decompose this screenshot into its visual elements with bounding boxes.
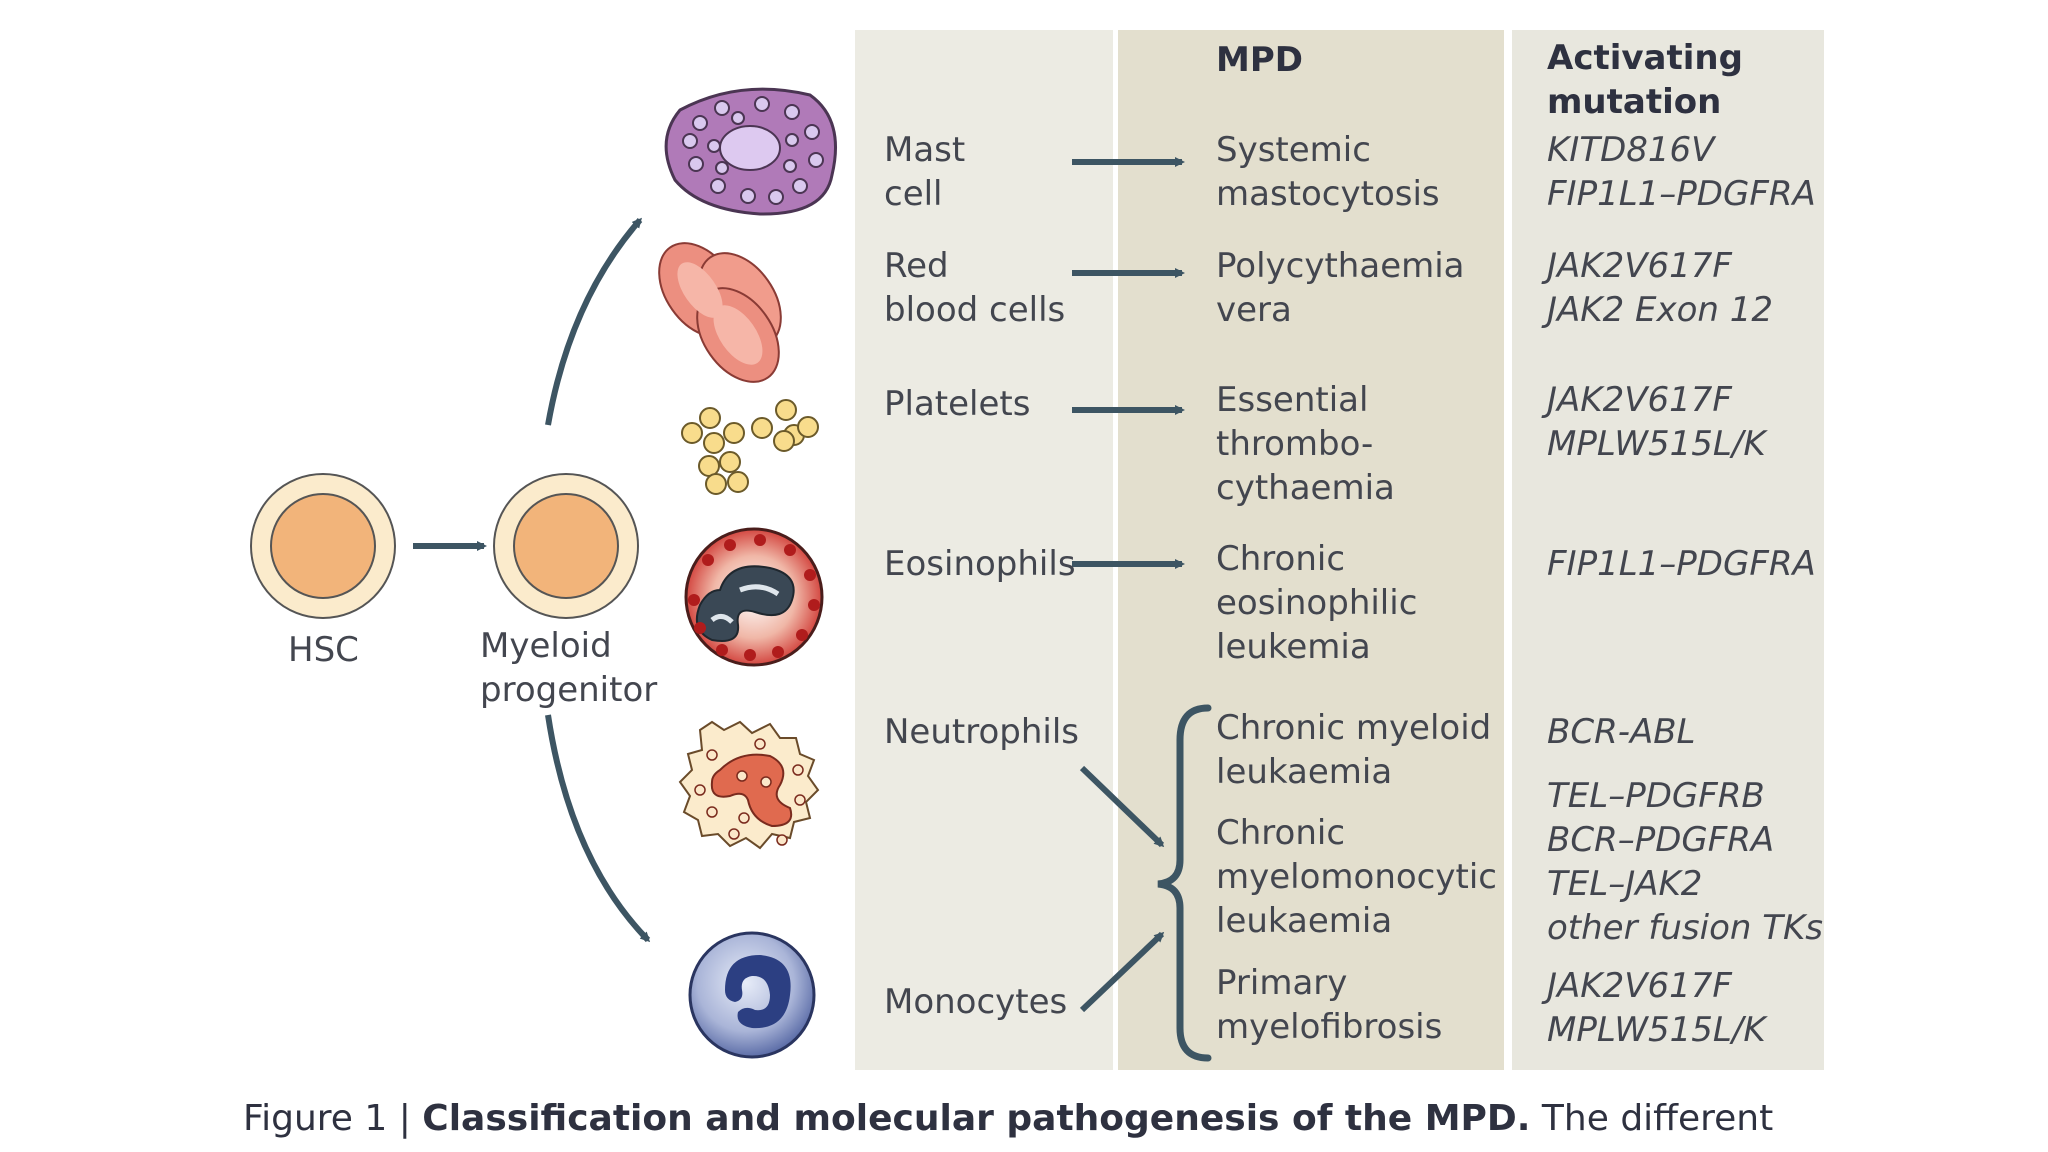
cell-type-label: Neutrophils <box>884 712 1080 752</box>
disease-label: Primary myelofibrosis <box>1216 963 1443 1047</box>
caption-prefix: Figure 1 | <box>243 1098 423 1139</box>
myeloid-progenitor-icon <box>493 473 639 619</box>
hsc-cell-icon <box>250 473 396 619</box>
disease-label: Polycythaemia vera <box>1216 246 1465 330</box>
red-blood-cells-icon <box>658 242 782 383</box>
caption-rest: The different <box>1530 1098 1774 1139</box>
platelets-icon <box>681 399 819 495</box>
disease-label: Systemic mastocytosis <box>1216 130 1440 214</box>
caption-title: Classification and molecular pathogenesi… <box>422 1098 1531 1139</box>
disease-label: Essential thrombo- cythaemia <box>1216 380 1395 508</box>
monocyte-icon <box>688 931 816 1059</box>
mast-cell-icon <box>664 87 837 216</box>
hsc-label: HSC <box>288 630 359 670</box>
cell-type-label: Mast cell <box>884 130 966 214</box>
myeloid-progenitor-label: Myeloid progenitor <box>480 626 658 710</box>
disease-label: Chronic eosinophilic leukemia <box>1216 539 1418 667</box>
disease-label: Chronic myelomonocytic leukaemia <box>1216 813 1497 941</box>
mutation-label: JAK2V617F MPLW515L/K <box>1547 380 1766 464</box>
mutation-label: JAK2V617F JAK2 Exon 12 <box>1547 246 1774 330</box>
mutation-label: TEL–PDGFRB BCR–PDGFRA TEL–JAK2 other fus… <box>1547 776 1824 948</box>
mutation-panel <box>1512 30 1824 1070</box>
cell-type-label: Monocytes <box>884 982 1068 1022</box>
downward-differentiation-arrow <box>545 714 651 943</box>
neutrophil-icon <box>678 720 820 850</box>
cell-type-label: Eosinophils <box>884 544 1076 584</box>
cell-type-label: Platelets <box>884 384 1031 424</box>
cell-type-panel <box>855 30 1113 1070</box>
mutation-label: FIP1L1–PDGFRA <box>1547 544 1816 584</box>
mutation-label: JAK2V617F MPLW515L/K <box>1547 966 1766 1050</box>
figure-caption: Figure 1 | Classification and molecular … <box>243 1096 1773 1142</box>
activating-mutation-header: Activating mutation <box>1547 38 1743 122</box>
cell-type-label: Red blood cells <box>884 246 1066 330</box>
eosinophil-icon <box>684 527 824 667</box>
mpd-panel <box>1118 30 1504 1070</box>
neutrophils-arrow <box>1079 765 1165 848</box>
upward-differentiation-arrow <box>545 217 643 426</box>
disease-label: Chronic myeloid leukaemia <box>1216 708 1492 792</box>
disease-brace <box>1157 704 1212 1062</box>
mutation-label: BCR-ABL <box>1547 712 1696 752</box>
mpd-header: MPD <box>1216 40 1303 80</box>
mutation-label: KITD816V FIP1L1–PDGFRA <box>1547 130 1816 214</box>
monocytes-arrow <box>1079 931 1165 1013</box>
